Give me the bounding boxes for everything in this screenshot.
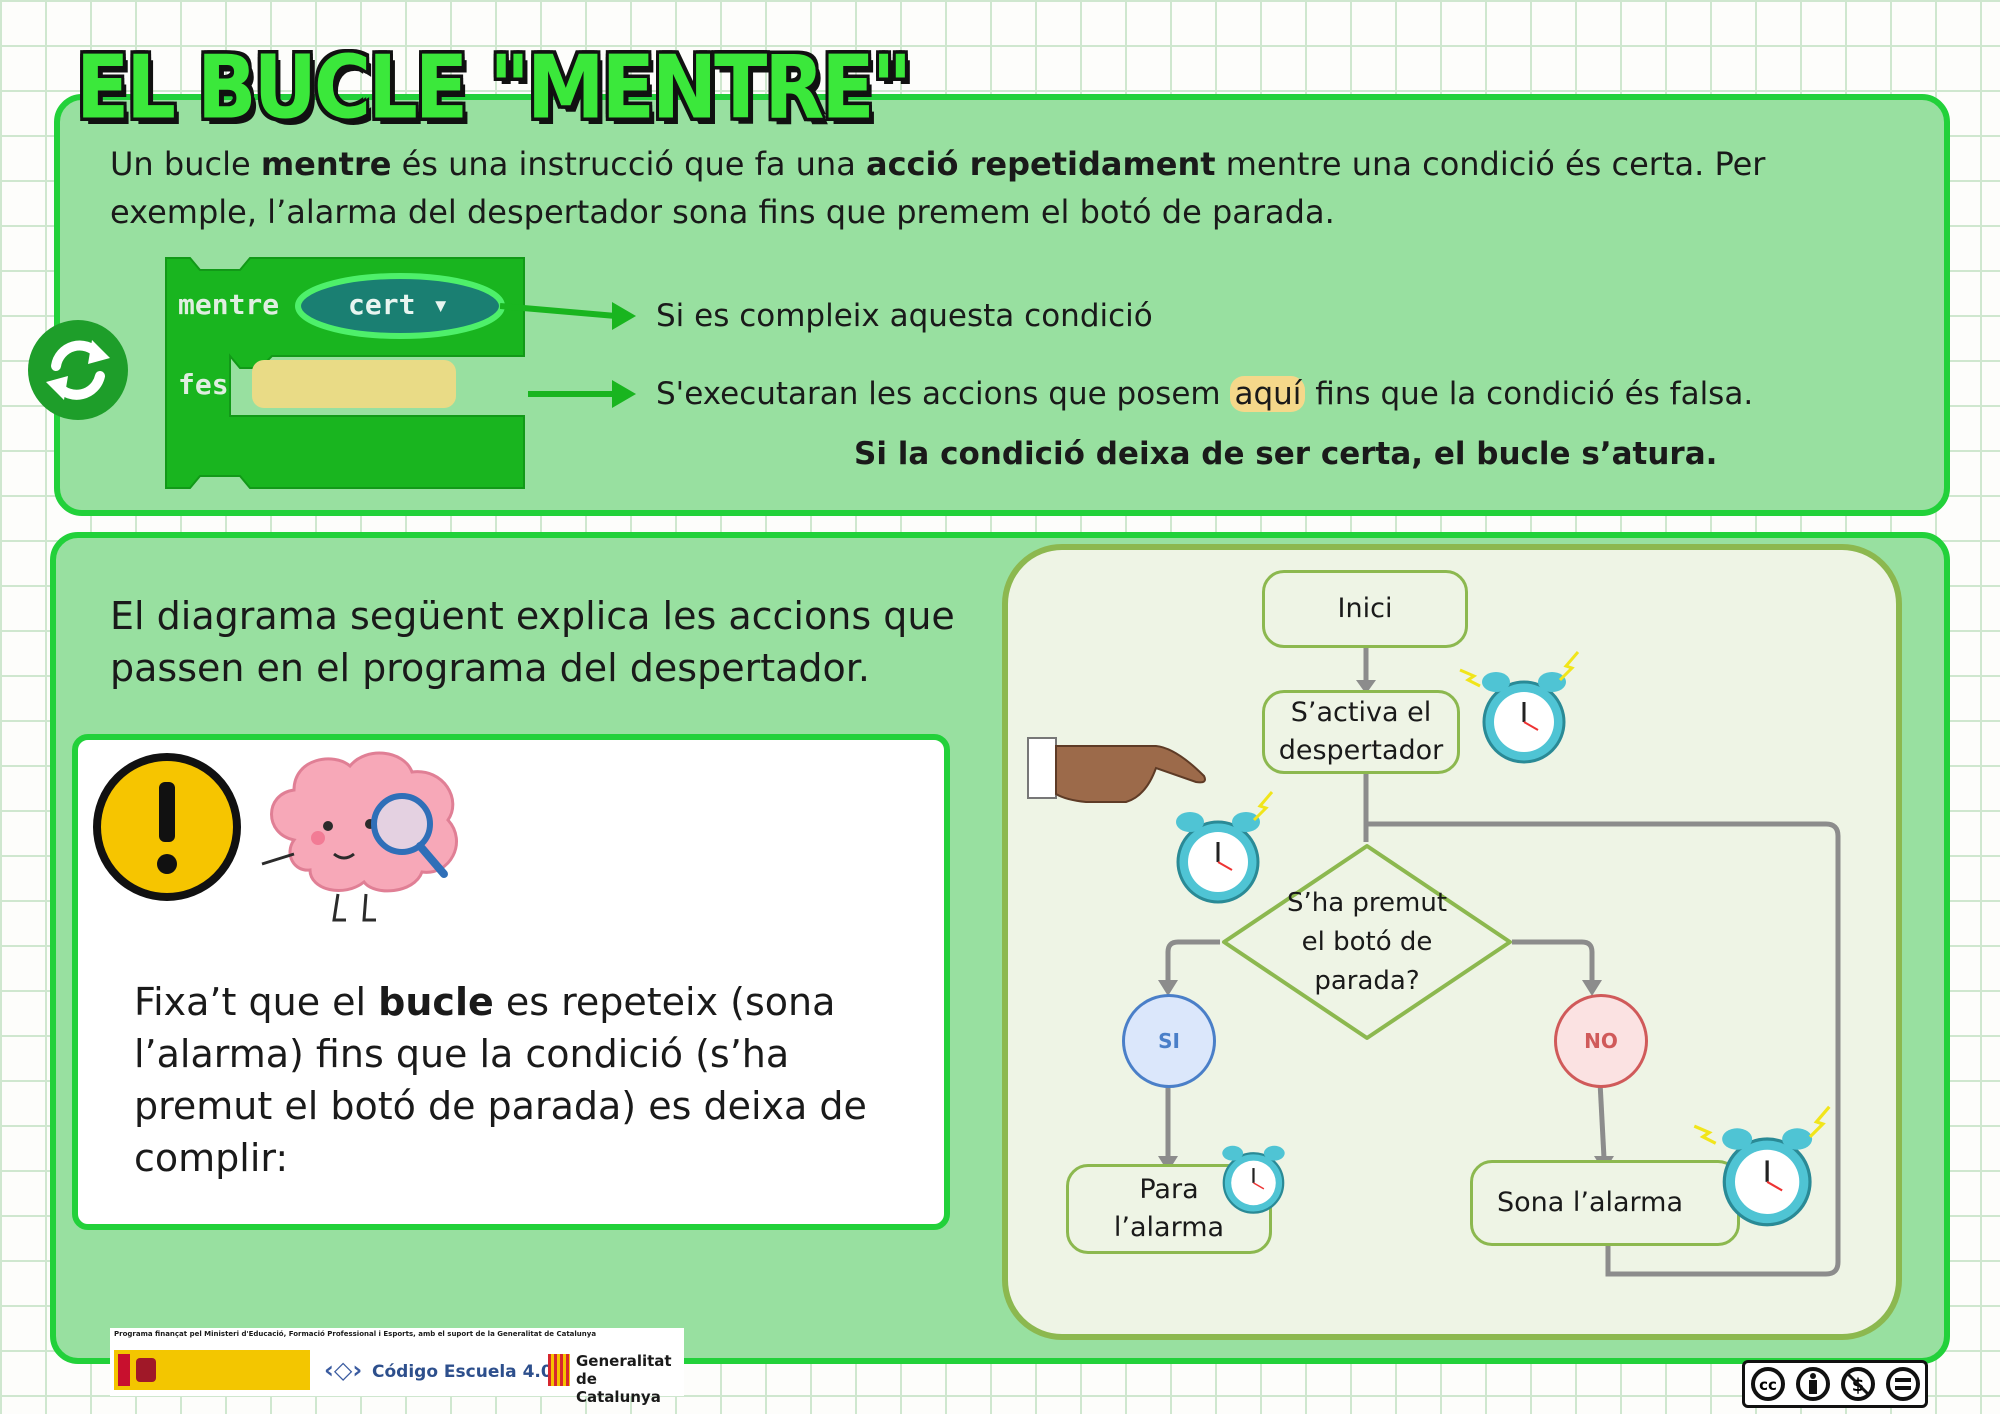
flow-no: NO bbox=[1554, 994, 1648, 1088]
funding-logos: Programa finançat pel Ministeri d'Educac… bbox=[110, 1328, 684, 1406]
intro-text-1: Un bucle bbox=[110, 145, 261, 183]
nd-icon bbox=[1885, 1367, 1920, 1401]
ministry-logo bbox=[114, 1350, 310, 1390]
actions-highlight: aquí bbox=[1230, 376, 1306, 412]
intro-text-2: és una instrucció que fa una bbox=[391, 145, 866, 183]
flow-activate-alarm: S’activa el despertador bbox=[1262, 690, 1460, 774]
svg-text:cc: cc bbox=[1759, 1376, 1777, 1394]
brain-magnifier-icon bbox=[254, 744, 474, 930]
generalitat-label-1: Generalitat bbox=[576, 1352, 672, 1370]
funding-text: Programa finançat pel Ministeri d'Educac… bbox=[114, 1330, 597, 1338]
block-keyword-mentre: mentre bbox=[178, 288, 280, 321]
nc-icon: $ bbox=[1840, 1367, 1875, 1401]
license-badge: cc $ bbox=[1742, 1360, 1928, 1408]
actions-text-after: fins que la condició és falsa. bbox=[1305, 376, 1754, 412]
hand-pointing-icon bbox=[1026, 736, 1216, 826]
mentre-code-block: mentre cert ▾ fes bbox=[160, 256, 526, 490]
intro-bold-accio: acció repetidament bbox=[865, 145, 1216, 183]
alarm-clock-icon bbox=[1690, 1094, 1840, 1244]
flow-decision: S’ha premut el botó de parada? bbox=[1220, 842, 1514, 1042]
note-bold-bucle: bucle bbox=[378, 980, 494, 1024]
flowchart-connectors bbox=[1158, 648, 1841, 1277]
note-text-1: Fixa’t que el bbox=[134, 980, 379, 1024]
note-text: Fixa’t que el bucle es repeteix (sona l’… bbox=[134, 976, 934, 1184]
alarm-clock-icon bbox=[1452, 640, 1592, 780]
actions-text-before: S'executaran les accions que posem bbox=[656, 376, 1231, 412]
intro-text: Un bucle mentre és una instrucció que fa… bbox=[110, 140, 1810, 236]
actions-explanation: S'executaran les accions que posem aquí … bbox=[656, 370, 1753, 418]
codigo-escuela-label: Código Escuela 4.0 bbox=[372, 1362, 553, 1382]
flow-decision-text: S’ha premut el botó de parada? bbox=[1286, 888, 1448, 996]
flow-start: Inici bbox=[1262, 570, 1468, 648]
cc-icon: cc bbox=[1750, 1367, 1785, 1401]
block-arrows bbox=[500, 302, 636, 408]
page-title: EL BUCLE "MENTRE" bbox=[76, 38, 912, 139]
codigo-escuela-icon: ‹◇› bbox=[324, 1356, 363, 1384]
flow-yes: SI bbox=[1122, 994, 1216, 1088]
flow-ring-alarm: Sona l’alarma bbox=[1470, 1160, 1740, 1246]
generalitat-logo bbox=[548, 1354, 570, 1386]
alarm-clock-icon bbox=[1146, 780, 1286, 920]
by-icon bbox=[1795, 1367, 1830, 1401]
diagram-intro-text: El diagrama següent explica les accions … bbox=[110, 594, 955, 690]
stop-explanation: Si la condició deixa de ser certa, el bu… bbox=[854, 436, 1718, 472]
intro-bold-mentre: mentre bbox=[260, 145, 392, 183]
warning-icon bbox=[92, 752, 242, 902]
generalitat-label-2: de Catalunya bbox=[576, 1370, 661, 1406]
alarm-clock-icon bbox=[1200, 1122, 1304, 1226]
condition-explanation: Si es compleix aquesta condició bbox=[656, 298, 1153, 334]
block-keyword-fes: fes bbox=[178, 368, 229, 401]
block-condition-cert[interactable]: cert ▾ bbox=[348, 288, 450, 321]
intro-text-3: mentre una condició és certa. Per exempl… bbox=[110, 145, 1766, 231]
note-text-2: es repeteix (sona l’alarma) fins que la … bbox=[134, 980, 867, 1180]
loop-icon bbox=[26, 318, 130, 422]
